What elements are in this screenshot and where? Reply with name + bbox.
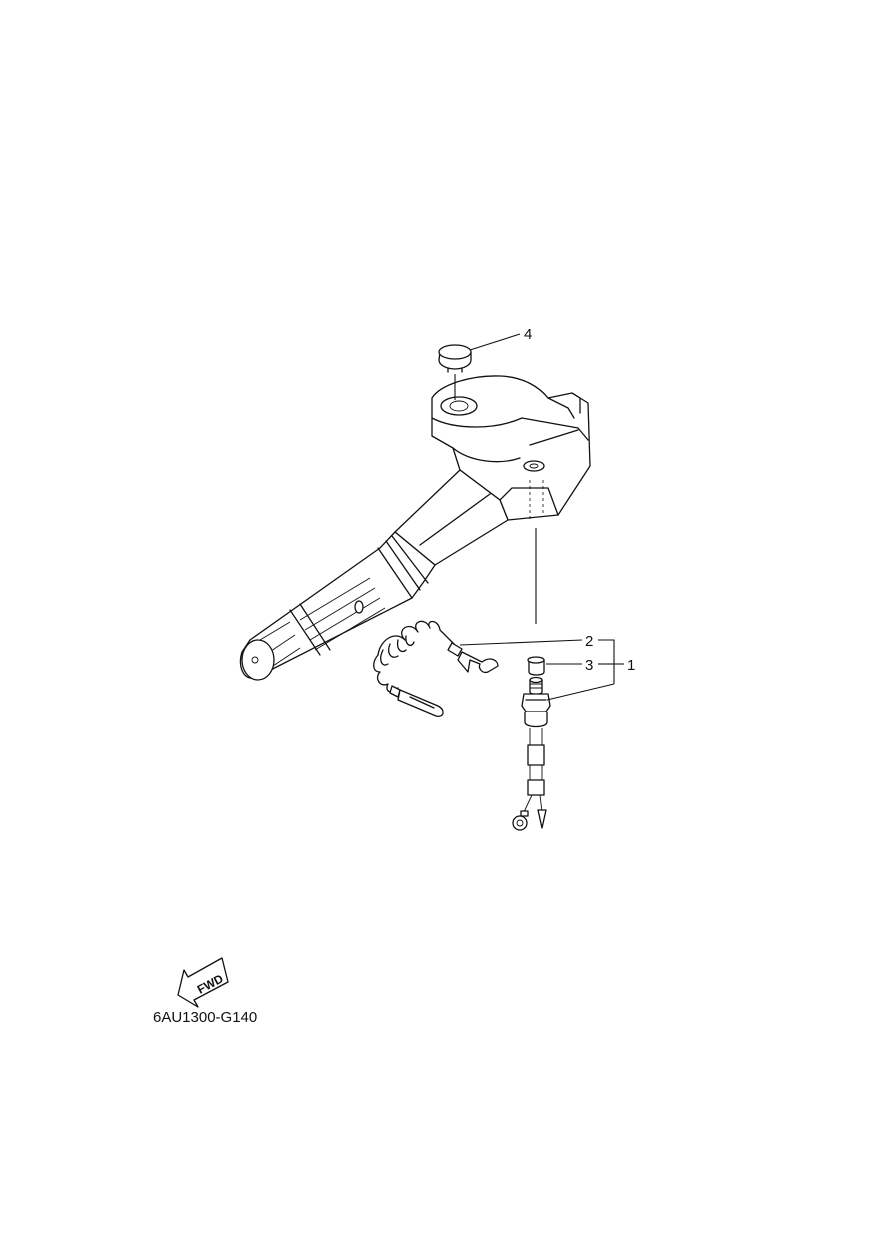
callout-4: 4 bbox=[524, 326, 532, 343]
callout-2: 2 bbox=[585, 633, 593, 650]
part-3-cap bbox=[527, 656, 582, 676]
callout-1: 1 bbox=[627, 657, 635, 674]
throttle-grip bbox=[239, 531, 436, 681]
diagram-code: 6AU1300-G140 bbox=[153, 1009, 257, 1026]
tiller-handle-housing bbox=[431, 375, 591, 521]
tiller-arm bbox=[394, 469, 509, 566]
part-2-lanyard bbox=[373, 620, 583, 717]
callout-bracket bbox=[598, 639, 624, 684]
part-1-stop-switch bbox=[512, 676, 615, 831]
callout-3: 3 bbox=[585, 657, 593, 674]
fwd-arrow-icon: FWD bbox=[177, 957, 229, 1008]
part-4-plug bbox=[438, 333, 521, 400]
